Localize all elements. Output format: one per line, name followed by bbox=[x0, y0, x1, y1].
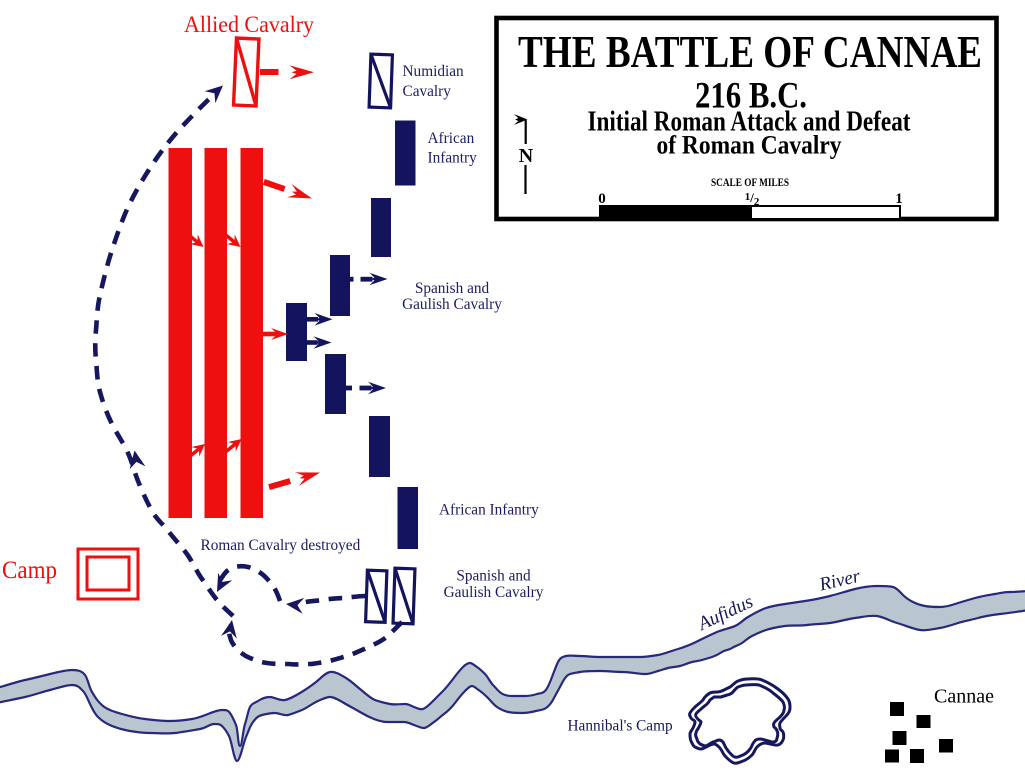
svg-text:African Infantry: African Infantry bbox=[439, 502, 539, 519]
svg-text:Hannibal's Camp: Hannibal's Camp bbox=[568, 718, 673, 735]
svg-text:THE BATTLE OF CANNAE: THE BATTLE OF CANNAE bbox=[518, 26, 982, 77]
svg-text:1/2: 1/2 bbox=[745, 190, 760, 208]
svg-text:Numidian: Numidian bbox=[403, 63, 465, 80]
svg-text:Roman Cavalry destroyed: Roman Cavalry destroyed bbox=[201, 537, 361, 554]
svg-text:Infantry: Infantry bbox=[428, 150, 478, 167]
svg-text:Allied Cavalry: Allied Cavalry bbox=[184, 12, 314, 37]
svg-text:African: African bbox=[428, 130, 475, 147]
svg-text:Camp: Camp bbox=[2, 557, 57, 584]
svg-text:Spanish and: Spanish and bbox=[456, 568, 531, 585]
svg-text:Cannae: Cannae bbox=[934, 686, 994, 708]
svg-text:Initial Roman Attack and Defea: Initial Roman Attack and Defeat bbox=[588, 107, 912, 138]
svg-text:N: N bbox=[519, 145, 534, 167]
svg-text:1: 1 bbox=[895, 191, 903, 207]
svg-text:of Roman Cavalry: of Roman Cavalry bbox=[657, 131, 842, 160]
svg-text:Gaulish Cavalry: Gaulish Cavalry bbox=[444, 584, 544, 601]
svg-text:Cavalry: Cavalry bbox=[403, 83, 452, 100]
svg-text:Gaulish Cavalry: Gaulish Cavalry bbox=[402, 296, 502, 313]
svg-text:Spanish and: Spanish and bbox=[415, 280, 490, 297]
svg-text:216 B.C.: 216 B.C. bbox=[695, 76, 807, 117]
svg-text:0: 0 bbox=[598, 191, 606, 207]
svg-text:SCALE OF MILES: SCALE OF MILES bbox=[711, 175, 789, 189]
